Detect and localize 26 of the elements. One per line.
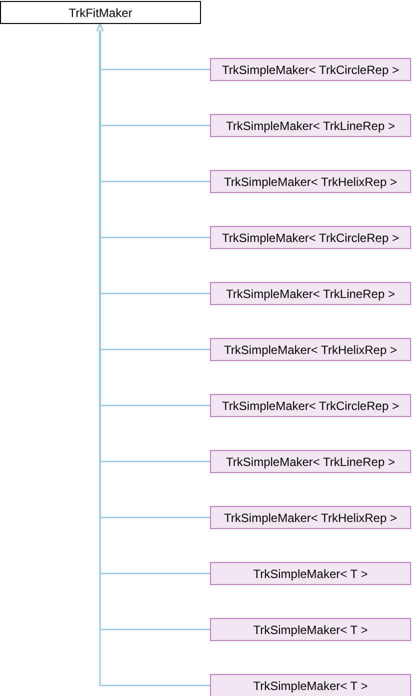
derived-class-box bbox=[210, 114, 411, 137]
class-name: TrkSimpleMaker< T > bbox=[253, 566, 368, 580]
derived-class-box bbox=[210, 170, 411, 193]
derived-class-box bbox=[210, 338, 411, 361]
derived-class-box bbox=[210, 450, 411, 473]
class-name: TrkSimpleMaker< TrkLineRep > bbox=[226, 118, 395, 132]
class-name: TrkSimpleMaker< TrkHelixRep > bbox=[224, 174, 397, 188]
derived-class-box bbox=[210, 58, 411, 81]
class-name: TrkSimpleMaker< T > bbox=[253, 678, 368, 692]
class-name: TrkSimpleMaker< TrkLineRep > bbox=[226, 454, 395, 468]
derived-class-box bbox=[210, 562, 411, 585]
class-name: TrkSimpleMaker< TrkCircleRep > bbox=[222, 230, 399, 244]
base-class-box bbox=[0, 1, 201, 24]
derived-class-box bbox=[210, 394, 411, 417]
derived-class-box bbox=[210, 282, 411, 305]
class-name: TrkSimpleMaker< TrkHelixRep > bbox=[224, 342, 397, 356]
class-name: TrkSimpleMaker< TrkLineRep > bbox=[226, 286, 395, 300]
class-name: TrkSimpleMaker< TrkCircleRep > bbox=[222, 62, 399, 76]
derived-class-box bbox=[210, 674, 411, 696]
derived-class-box bbox=[210, 618, 411, 641]
class-name: TrkSimpleMaker< T > bbox=[253, 622, 368, 636]
class-name: TrkSimpleMaker< TrkHelixRep > bbox=[224, 510, 397, 524]
class-name: TrkFitMaker bbox=[68, 6, 132, 20]
derived-class-box bbox=[210, 226, 411, 249]
derived-class-box bbox=[210, 506, 411, 529]
class-name: TrkSimpleMaker< TrkCircleRep > bbox=[222, 398, 399, 412]
